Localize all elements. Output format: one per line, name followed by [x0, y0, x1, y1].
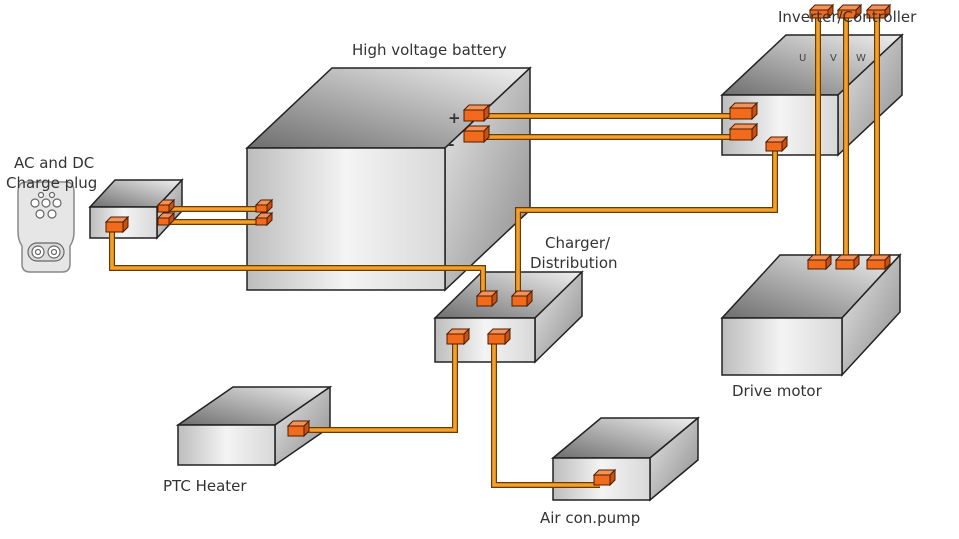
port-charger-connector	[104, 215, 130, 234]
port-connector-2	[156, 211, 176, 227]
charger-label-line1: Charger/	[545, 234, 611, 252]
battery-port-connector-1	[254, 198, 274, 214]
inverter-label: Inverter/Controller	[778, 8, 917, 26]
plug-label-line1: AC and DC	[14, 154, 94, 172]
port-connector-1	[156, 198, 176, 214]
motor-label: Drive motor	[732, 382, 823, 400]
phase-u-label: U	[799, 53, 806, 64]
cable-inverter-charger	[515, 147, 778, 300]
inverter-plus-connector	[728, 101, 759, 121]
aircon-pump-box	[550, 416, 701, 502]
plug-label-line2: Charge plug	[6, 174, 97, 192]
battery-port-connector-2	[254, 211, 274, 227]
motor-w-connector	[865, 253, 892, 271]
cable-port-charger	[109, 228, 486, 300]
battery-minus-connector	[462, 124, 491, 144]
cable-charger-aircon	[491, 340, 600, 488]
ptc-heater-label: PTC Heater	[163, 477, 247, 495]
motor-u-connector	[806, 253, 833, 271]
charger-in-connector-1	[475, 289, 499, 308]
inverter-w-connector	[865, 3, 892, 20]
motor-v-connector	[834, 253, 861, 271]
battery-box	[245, 66, 532, 292]
charger-in-connector-2	[510, 289, 534, 308]
charger-out-connector-2	[486, 327, 512, 346]
battery-label: High voltage battery	[352, 41, 507, 59]
inverter-minus-connector	[728, 122, 759, 142]
inverter-charger-connector	[764, 135, 789, 153]
inverter-v-connector	[836, 3, 863, 20]
phase-w-label: W	[856, 53, 866, 64]
ptc-connector	[286, 419, 311, 438]
drive-motor-box	[720, 253, 902, 377]
drive-motor-box-front	[721, 317, 843, 376]
battery-plus-connector	[462, 103, 491, 123]
minus-terminal-label: –	[447, 135, 455, 153]
aircon-connector	[592, 468, 617, 487]
charger-distribution-box	[433, 270, 584, 364]
charger-label-line2: Distribution	[530, 254, 618, 272]
aircon-pump-label: Air con.pump	[540, 509, 640, 527]
phase-v-label: V	[830, 53, 837, 64]
plus-terminal-label: +	[448, 109, 461, 127]
charge-plug-icon	[17, 181, 75, 273]
ptc-heater-box-front	[177, 424, 276, 466]
cable-charger-ptc	[295, 340, 458, 433]
charger-out-connector-1	[445, 327, 471, 346]
inverter-u-connector	[808, 3, 835, 20]
